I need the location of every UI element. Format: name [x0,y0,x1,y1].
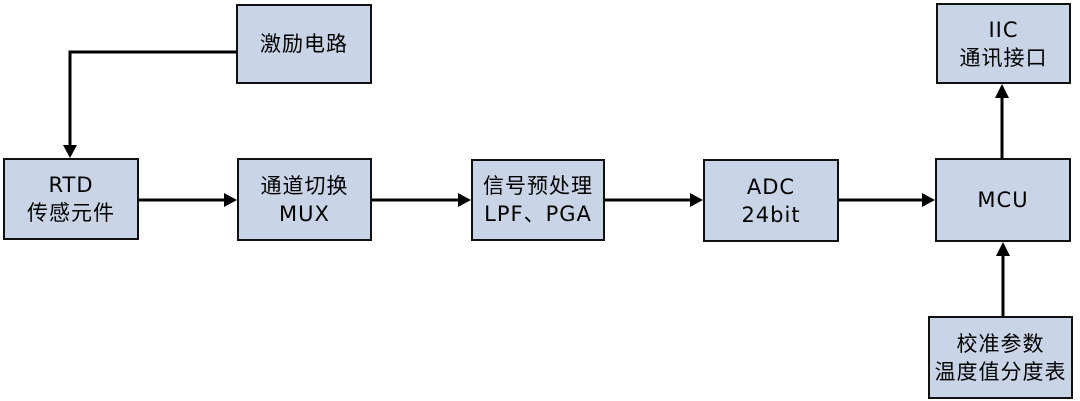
node-mux-label-line2: MUX [279,201,330,226]
arrow-calibration-to-mcu [996,242,1010,316]
node-preprocess-label-line2: LPF、PGA [484,202,592,226]
node-excitation-circuit: 激励电路 [236,4,372,84]
node-rtd-label-line1: RTD [48,173,94,197]
node-iic-interface: IIC 通讯接口 [936,3,1071,84]
node-rtd-label-line2: 传感元件 [27,201,115,225]
node-adc-label-line1: ADC [746,174,796,199]
arrow-mcu-to-iic [995,84,1009,158]
arrow-adc-to-mcu [839,193,935,207]
arrow-rtd-to-mux [139,193,237,207]
node-calibration-table: 校准参数 温度值分度表 [928,316,1073,399]
arrow-preprocess-to-adc [605,193,703,207]
node-iic-label-line2: 通讯接口 [959,45,1048,70]
node-mux-label-line1: 通道切换 [260,173,349,198]
node-preprocess-label-line1: 信号预处理 [483,174,593,198]
node-adc-label-line2: 24bit [741,202,801,227]
node-channel-mux: 通道切换 MUX [237,158,372,241]
node-iic-label-line1: IIC [988,17,1019,42]
node-mcu: MCU [935,158,1071,242]
arrow-mux-to-preprocess [372,193,471,207]
node-calibration-label-line1: 校准参数 [956,331,1045,356]
node-calibration-label-line2: 温度值分度表 [934,359,1067,384]
node-signal-preprocessing: 信号预处理 LPF、PGA [471,159,605,241]
node-excitation-label: 激励电路 [260,32,348,56]
node-rtd-sensor: RTD 传感元件 [3,158,139,240]
arrow-excitation-to-rtd [63,50,236,158]
node-mcu-label: MCU [977,188,1029,212]
node-adc: ADC 24bit [703,159,839,242]
